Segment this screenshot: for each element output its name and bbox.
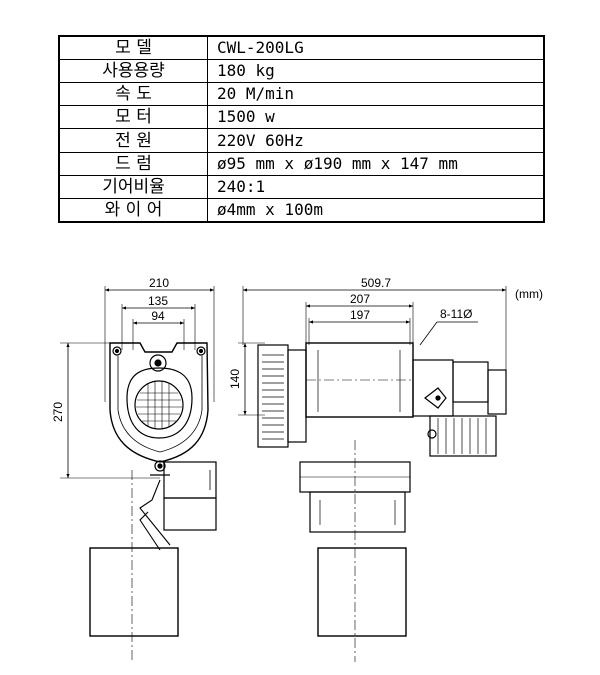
dim-hole-note: 8-11Ø [440,307,472,321]
unit-label: (mm) [515,287,543,301]
spec-row-gear-ratio: 기어비율 240:1 [58,174,545,199]
dim-side-height: 140 [228,369,242,389]
spec-label: 와 이 어 [58,197,208,223]
spec-label: 속 도 [58,82,208,107]
spec-row-capacity: 사용용량 180 kg [58,59,545,84]
dim-front-width-overall: 210 [149,276,169,290]
dim-front-height-overall: 270 [51,402,65,422]
dim-side-length-overall: 509.7 [361,276,391,290]
spec-value: 20 M/min [207,82,545,107]
spec-label: 드 럼 [58,151,208,176]
spec-table: 모 델 CWL-200LG 사용용량 180 kg 속 도 20 M/min 모… [58,35,545,223]
spec-value: ø4mm x 100m [207,197,545,223]
spec-row-speed: 속 도 20 M/min [58,82,545,107]
spec-row-model: 모 델 CWL-200LG [58,35,545,61]
spec-row-motor: 모 터 1500 w [58,105,545,130]
front-view [60,286,217,660]
dim-front-width-inner: 94 [151,309,165,323]
spec-value: 180 kg [207,59,545,84]
spec-row-wire: 와 이 어 ø4mm x 100m [58,197,545,223]
spec-value: 1500 w [207,105,545,130]
dim-front-width-mid: 135 [148,294,168,308]
spec-value: 240:1 [207,174,545,199]
dim-side-length-inner: 197 [350,308,370,322]
spec-label: 기어비율 [58,174,208,199]
spec-label: 전 원 [58,128,208,153]
dim-side-length-mid: 207 [350,292,370,306]
spec-value: CWL-200LG [207,35,545,61]
side-view [238,286,507,662]
